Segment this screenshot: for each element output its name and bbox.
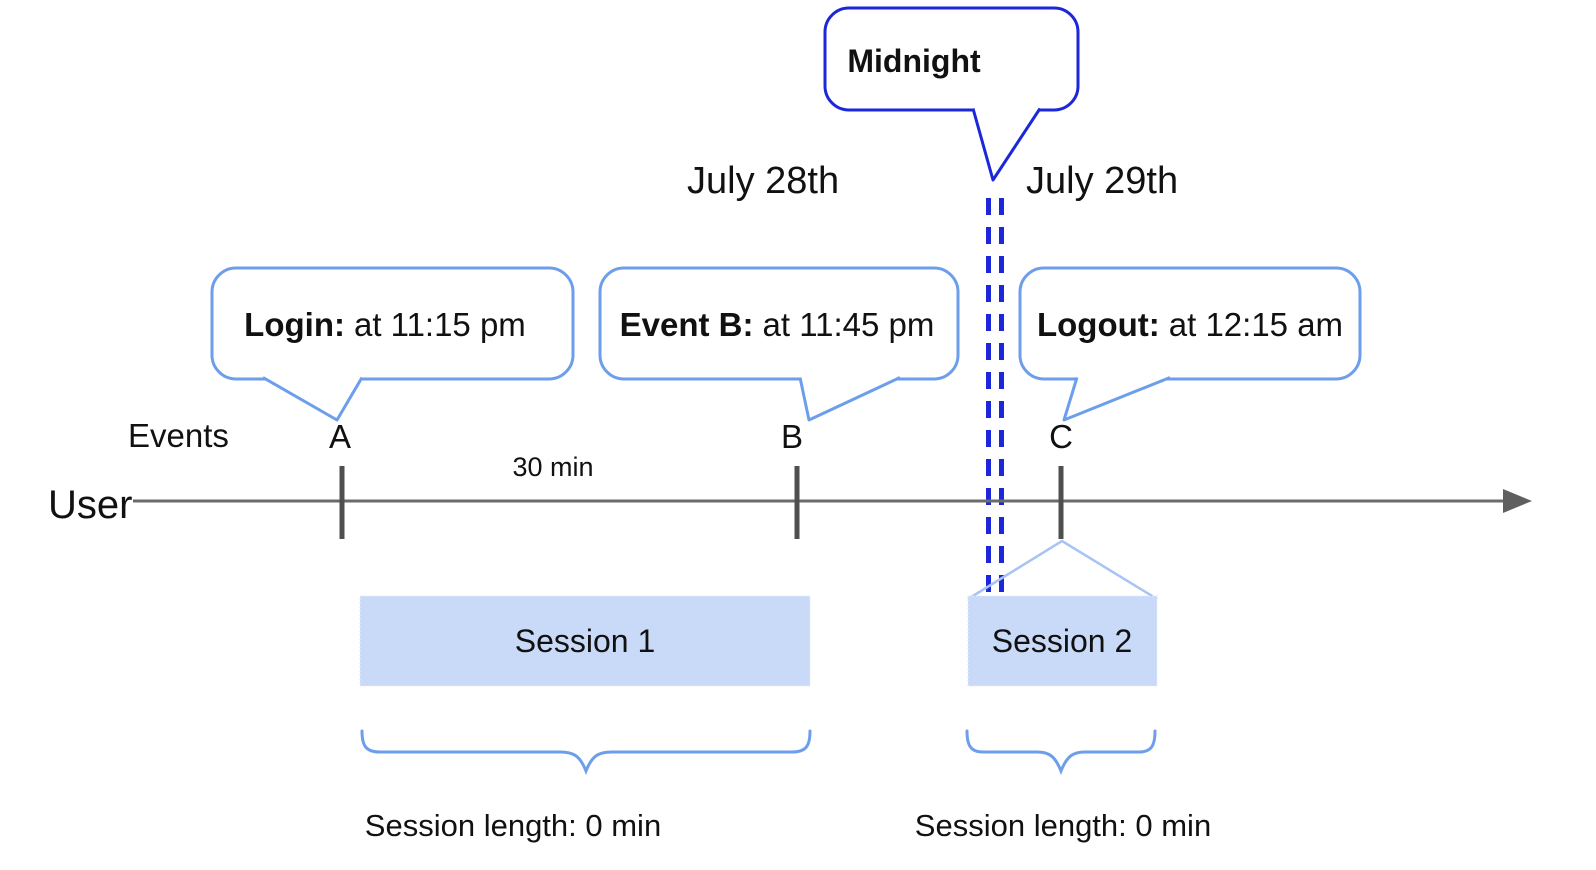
midnight-callout-tail — [971, 107, 1042, 182]
logout-callout: Logout:at 12:15 am — [1018, 266, 1362, 422]
session-1-length-label: Session length: 0 min — [365, 808, 661, 843]
logout-callout-tail — [1062, 376, 1171, 422]
logout-callout-text: Logout:at 12:15 am — [1037, 306, 1343, 343]
logout-time: at 12:15 am — [1169, 306, 1343, 343]
logout-callout-bubble — [1018, 266, 1362, 381]
event-b-label: Event B: — [620, 306, 754, 343]
date-label-july-29: July 29th — [1026, 160, 1178, 202]
session-2-connector — [967, 539, 1158, 601]
session-2-label: Session 2 — [992, 623, 1133, 659]
session-1-label: Session 1 — [515, 623, 656, 659]
event-b-callout-bubble — [598, 266, 960, 381]
midnight-label: Midnight — [847, 43, 981, 79]
event-b-callout-text: Event B:at 11:45 pm — [620, 306, 935, 343]
event-mark-c: C — [1049, 418, 1073, 455]
login-label: Login: — [244, 306, 345, 343]
events-axis-label: Events — [128, 417, 229, 454]
login-callout-bubble — [210, 266, 575, 381]
login-callout-tail — [262, 376, 364, 422]
login-time: at 11:15 pm — [354, 306, 526, 343]
session-1-box: Session 1 — [359, 595, 811, 687]
login-callout-text: Login:at 11:15 pm — [244, 306, 526, 343]
date-label-july-28: July 28th — [687, 160, 839, 202]
user-axis-label: User — [48, 483, 132, 527]
timeline-arrowhead — [1503, 489, 1532, 513]
midnight-callout: Midnight — [823, 6, 1080, 182]
session-2-box: Session 2 — [967, 595, 1158, 687]
midnight-callout-bubble — [823, 6, 1080, 112]
session-2-length-label: Session length: 0 min — [915, 808, 1211, 843]
event-mark-a: A — [329, 418, 351, 455]
event-b-time: at 11:45 pm — [763, 306, 935, 343]
interval-label-30min: 30 min — [512, 452, 593, 482]
login-callout: Login:at 11:15 pm — [210, 266, 575, 422]
event-mark-b: B — [781, 418, 803, 455]
event-b-callout-tail — [798, 376, 901, 422]
session-1-brace — [360, 729, 812, 776]
logout-label: Logout: — [1037, 306, 1160, 343]
session-2-brace — [965, 729, 1157, 776]
session-2-rect — [967, 595, 1158, 687]
event-b-callout: Event B:at 11:45 pm — [598, 266, 960, 422]
session-1-rect — [359, 595, 811, 687]
